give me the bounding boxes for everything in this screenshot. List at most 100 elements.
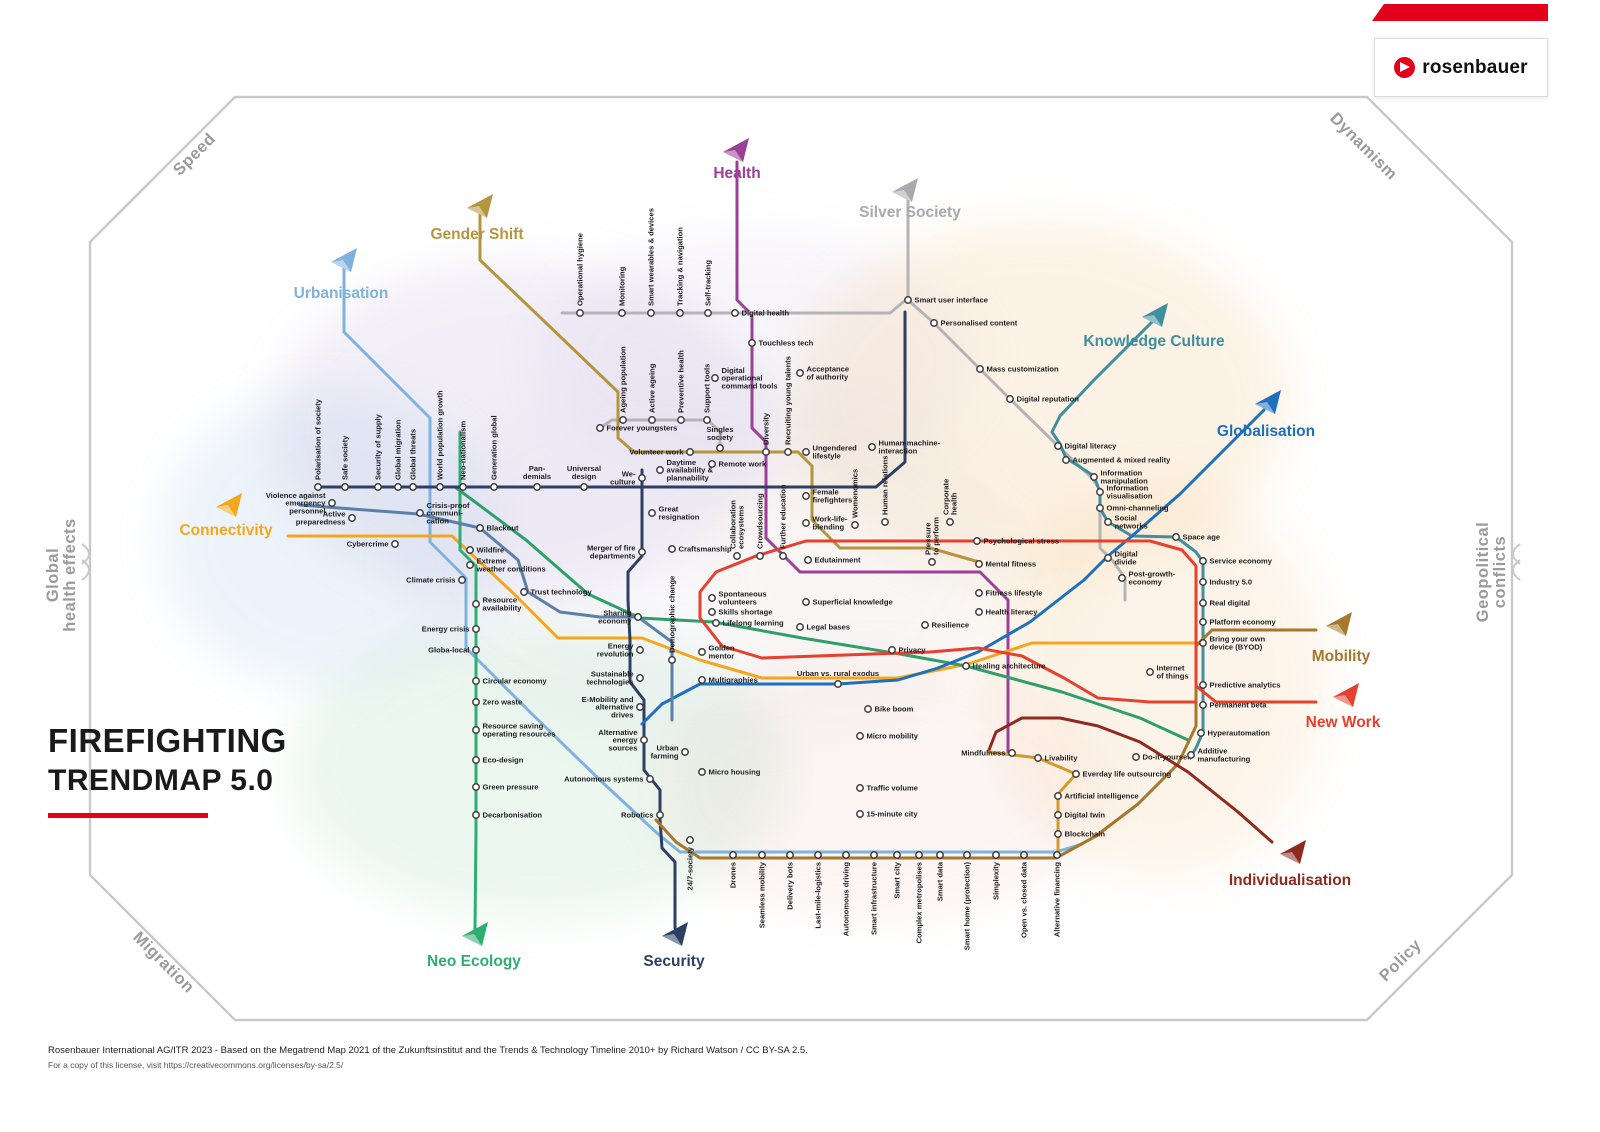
megatrend-label: Gender Shift xyxy=(430,226,523,243)
station-label: Smart city xyxy=(893,861,902,898)
station-label: Ageing population xyxy=(619,346,628,413)
station-label: Micro housing xyxy=(709,768,761,777)
station-dot xyxy=(656,811,664,819)
station: Simplexity xyxy=(992,851,1001,900)
station-label: Smart user interface xyxy=(915,296,988,305)
station: Autonomous systems xyxy=(564,775,654,784)
station-label: Collaborationecosystems xyxy=(729,500,746,549)
station-label: Omni-channeling xyxy=(1107,504,1169,513)
station-dot xyxy=(520,588,528,596)
station-dot xyxy=(576,309,584,317)
station-label: Tracking & navigation xyxy=(676,227,685,306)
station-label: Energy crisis xyxy=(422,625,470,634)
station-label: Superficial knowledge xyxy=(813,598,893,607)
station-label: Eco-design xyxy=(483,756,524,765)
station-dot xyxy=(533,483,541,491)
station-label: Fitness lifestyle xyxy=(986,589,1043,598)
station-dot xyxy=(676,309,684,317)
station-dot xyxy=(619,416,627,424)
station-dot xyxy=(802,519,810,527)
station-dot xyxy=(804,556,812,564)
station-dot xyxy=(656,466,664,474)
station: Volunteer work xyxy=(629,448,694,457)
station: Smart infrastructure xyxy=(870,851,879,935)
station-dot xyxy=(1062,456,1070,464)
station: Trust technology xyxy=(520,588,593,597)
station-dot xyxy=(681,748,689,756)
station-label: Livability xyxy=(1045,754,1079,763)
station-dot xyxy=(703,416,711,424)
station: Platform economy xyxy=(1199,618,1277,627)
station-dot xyxy=(915,851,923,859)
station-dot xyxy=(472,625,480,633)
station-dot xyxy=(668,545,676,553)
station-label: Service economy xyxy=(1210,557,1273,566)
station: Everday life outsourcing xyxy=(1072,770,1171,779)
knowledge-culture-arrow-icon xyxy=(1142,303,1168,327)
station-label: Mass customization xyxy=(987,365,1060,374)
station: Climate crisis xyxy=(406,576,466,585)
station-dot xyxy=(870,851,878,859)
station: Multigraphies xyxy=(698,676,758,685)
station-dot xyxy=(976,365,984,373)
station: Generation global xyxy=(490,415,499,491)
trend-line-crisis xyxy=(298,503,674,722)
security-arrow-icon xyxy=(662,922,688,946)
station: Womenomics xyxy=(851,469,860,529)
station-dot xyxy=(1199,557,1207,565)
station: Preventive health xyxy=(677,350,686,424)
station-dot xyxy=(973,537,981,545)
station-label: Crowdsourcing xyxy=(756,493,765,549)
poster-title: FIREFIGHTING TRENDMAP 5.0 xyxy=(48,723,287,818)
station-dot xyxy=(856,784,864,792)
station: Demographic change xyxy=(668,576,677,664)
station-dot xyxy=(716,444,724,452)
station: Globa-local xyxy=(428,646,480,655)
station-label: Human-machine-interaction xyxy=(879,439,941,456)
station-dot xyxy=(1199,618,1207,626)
station: Last-mile-logistics xyxy=(814,851,823,929)
station-label: Human relations xyxy=(881,456,890,516)
station: Monitoring xyxy=(618,266,627,317)
station: Healing architecture xyxy=(962,662,1046,671)
station-label: Trust technology xyxy=(531,588,593,597)
station-label: Edutainment xyxy=(815,556,861,565)
station: Further education xyxy=(779,484,788,560)
station-label: Blockchain xyxy=(1065,830,1106,839)
mobility-arrow-icon xyxy=(1326,612,1352,636)
station: Crowdsourcing xyxy=(756,493,765,560)
station: Touchless tech xyxy=(748,339,814,348)
station-dot xyxy=(648,416,656,424)
megatrend-mobility: Mobility xyxy=(1312,612,1371,665)
station-label: 24/7-society xyxy=(686,846,695,890)
station-label: Autonomous driving xyxy=(842,862,851,937)
edge-label: Geopoliticalconflicts xyxy=(1474,522,1509,622)
station: Cybercrime xyxy=(347,540,399,549)
megatrend-label: Urbanisation xyxy=(294,285,389,302)
station: 24/7-society xyxy=(686,836,695,890)
station-label: Recruiting young talents xyxy=(784,356,793,445)
trend-line-neo-ecology xyxy=(458,430,478,932)
station-label: Delivery bots xyxy=(786,862,795,910)
station: Eco-design xyxy=(472,756,524,765)
station: Predictive analytics xyxy=(1199,681,1280,690)
station-label: Cybercrime xyxy=(347,540,389,549)
trend-line-connectivity xyxy=(286,534,1205,680)
station: Omni-channeling xyxy=(1096,504,1169,513)
station: Decarbonisation xyxy=(472,811,542,820)
rosenbauer-logo-icon xyxy=(1394,57,1416,78)
station-dot xyxy=(975,608,983,616)
station-dot xyxy=(374,483,382,491)
station: Drones xyxy=(729,851,738,888)
station-dot xyxy=(416,509,424,517)
station-label: Demographic change xyxy=(668,576,677,653)
